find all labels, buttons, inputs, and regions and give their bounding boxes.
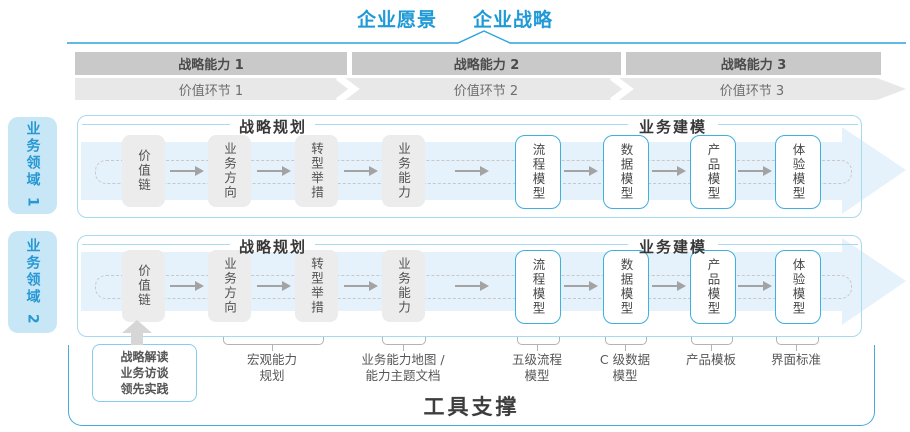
capability-label: 战略能力 2	[453, 58, 520, 73]
bracket-stem	[796, 344, 797, 351]
title-divider	[718, 244, 858, 245]
planning-title: 战略规划	[238, 238, 307, 256]
box-product-model: 产品模型	[690, 250, 736, 324]
domain-label-2: 业务领域 2	[8, 231, 57, 333]
box-transformation-initiatives: 转型举措	[295, 250, 338, 322]
practice-line: 战略解读	[120, 350, 169, 364]
bracket-stem	[537, 344, 538, 351]
box-process-model: 流程模型	[515, 250, 561, 324]
domain-label-text: 业务领域 1	[24, 121, 41, 210]
flow-arrow-icon	[170, 281, 204, 291]
box-data-model: 数据模型	[603, 250, 649, 324]
flow-arrow-icon	[455, 166, 489, 176]
title-divider	[82, 244, 230, 245]
bracket-stem	[625, 344, 626, 351]
modeling-title: 业务建模	[638, 118, 707, 136]
box-data-model: 数据模型	[603, 135, 649, 209]
practice-line: 领先实践	[120, 382, 169, 396]
practice-box: 战略解读 业务访谈 领先实践	[92, 344, 197, 402]
annotation-process-model: 五级流程模型	[511, 352, 562, 383]
up-arrow-icon	[122, 320, 152, 333]
box-value-chain: 价值链	[122, 250, 165, 322]
annotation-macro-capability: 宏观能力规划	[246, 352, 297, 383]
box-value-chain: 价值链	[122, 135, 165, 207]
bracket-stem	[403, 344, 404, 351]
flow-arrow-icon	[652, 166, 686, 176]
flow-arrow-icon	[738, 166, 772, 176]
strategy-title: 企业战略	[473, 9, 554, 31]
up-arrow-icon	[131, 332, 143, 345]
header-titles: 企业愿景 企业战略	[0, 5, 910, 32]
modeling-title: 业务建模	[638, 238, 707, 256]
value-link-2: 价值环节 2	[453, 84, 519, 99]
box-business-direction: 业务方向	[208, 135, 251, 207]
value-link-1: 价值环节 1	[178, 84, 244, 99]
flow-arrow-icon	[257, 166, 291, 176]
capability-band-2: 战略能力 2	[352, 52, 621, 75]
flow-arrow-icon	[257, 281, 291, 291]
value-chain-band	[75, 77, 906, 101]
capability-band-3: 战略能力 3	[626, 52, 881, 75]
capability-label: 战略能力 1	[178, 58, 244, 73]
flow-arrow-icon	[344, 166, 378, 176]
tool-support-container: 工具支撑	[68, 345, 875, 426]
bracket	[382, 337, 426, 345]
box-business-capability: 业务能力	[382, 135, 425, 207]
title-divider	[718, 124, 858, 125]
bracket	[605, 337, 647, 345]
annotation-data-model: C 级数据模型	[599, 352, 651, 383]
box-product-model: 产品模型	[690, 135, 736, 209]
domain-lane-1: 战略规划 业务建模 价值链 业务方向 转型举措 业务能力 流程模型 数据模型 产…	[77, 115, 906, 218]
bracket	[517, 337, 560, 345]
domain-lane-2: 战略规划 业务建模 价值链 业务方向 转型举措 业务能力 流程模型 数据模型 产…	[77, 235, 906, 337]
planning-title: 战略规划	[238, 118, 307, 136]
box-business-direction: 业务方向	[208, 250, 251, 322]
practice-line: 业务访谈	[120, 366, 169, 380]
flow-arrow-icon	[170, 166, 204, 176]
flow-arrow-icon	[564, 281, 598, 291]
value-link-3: 价值环节 3	[719, 84, 785, 99]
capability-label: 战略能力 3	[720, 58, 787, 73]
flow-arrow-icon	[738, 281, 772, 291]
annotation-capability-map: 业务能力地图 /能力主题文档	[361, 352, 445, 383]
vision-title: 企业愿景	[356, 9, 437, 31]
tool-support-title: 工具支撑	[423, 395, 520, 419]
title-divider	[82, 124, 230, 125]
flow-arrow-icon	[455, 281, 489, 291]
box-business-capability: 业务能力	[382, 250, 425, 322]
flow-arrow-icon	[564, 166, 598, 176]
domain-label-text: 业务领域 2	[24, 237, 41, 327]
flow-arrow-icon	[344, 281, 378, 291]
bracket	[776, 337, 819, 345]
caret-line-icon	[67, 30, 906, 44]
bracket-stem	[711, 344, 712, 351]
bracket	[223, 337, 324, 345]
bracket	[691, 337, 733, 345]
dashed-pipeline	[95, 275, 852, 299]
box-transformation-initiatives: 转型举措	[295, 135, 338, 207]
capability-band-1: 战略能力 1	[75, 52, 347, 75]
box-experience-model: 体验模型	[775, 135, 821, 209]
domain-label-1: 业务领域 1	[8, 117, 57, 214]
title-divider	[315, 124, 628, 125]
annotation-ui-standard: 界面标准	[770, 352, 821, 367]
title-divider	[315, 244, 628, 245]
flow-arrow-icon	[652, 281, 686, 291]
box-process-model: 流程模型	[515, 135, 561, 209]
dashed-pipeline	[95, 160, 852, 184]
annotation-product-template: 产品模板	[685, 352, 736, 367]
bracket-stem	[272, 344, 273, 351]
box-experience-model: 体验模型	[775, 250, 821, 324]
